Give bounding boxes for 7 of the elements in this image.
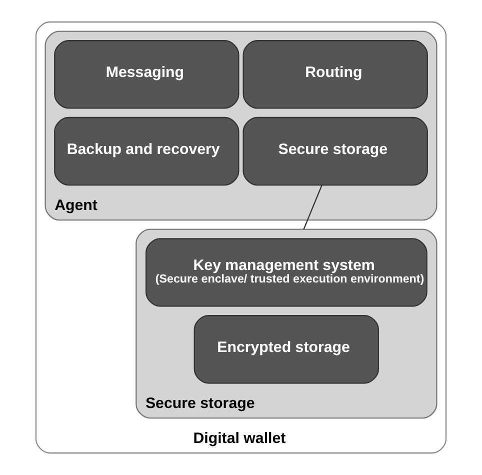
node-box: Secure storage (242, 116, 428, 186)
node-box: Encrypted storage (194, 314, 380, 384)
node-box: Routing (242, 40, 428, 109)
connector (303, 185, 322, 230)
node-box: Messaging (54, 40, 240, 109)
node-box: Backup and recovery (54, 116, 240, 186)
node-box: Key management system (Secure enclave/ trusted execution environment) (145, 238, 428, 307)
